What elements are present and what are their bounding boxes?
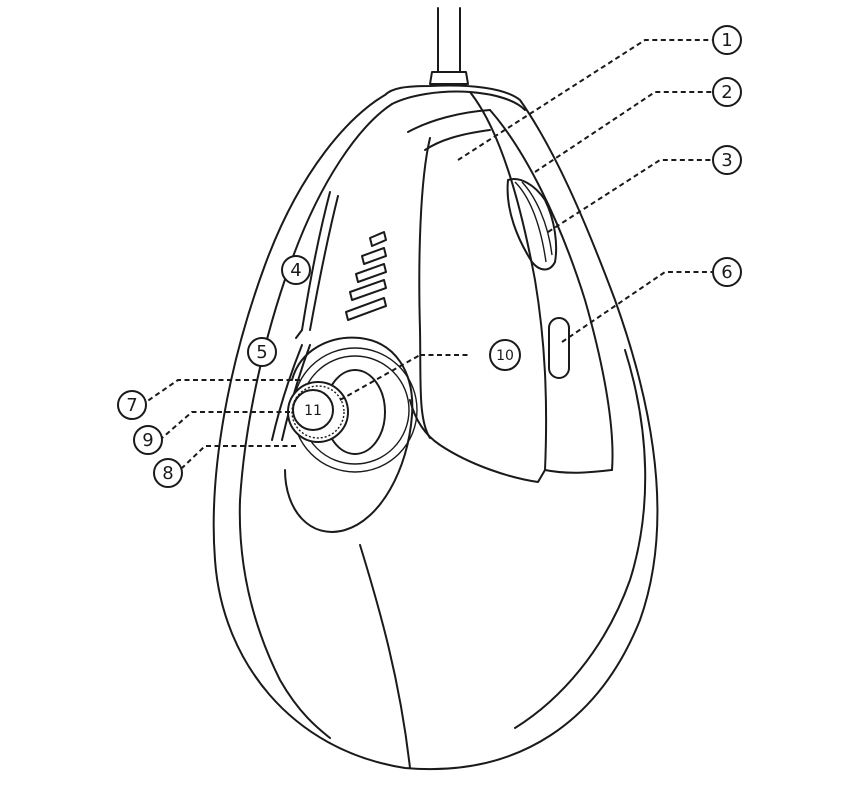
trackball: [284, 336, 418, 533]
svg-text:8: 8: [162, 463, 173, 484]
usb-cable: [429, 7, 469, 85]
svg-text:4: 4: [290, 260, 301, 281]
callout-2: 2: [712, 77, 742, 107]
svg-text:2: 2: [721, 82, 732, 103]
svg-text:7: 7: [126, 395, 137, 416]
leader-lines: [145, 39, 712, 469]
scroll-wheel: [506, 178, 558, 271]
callout-3: 3: [712, 145, 742, 175]
callout-1: 1: [712, 25, 742, 55]
svg-text:3: 3: [721, 150, 732, 171]
svg-text:5: 5: [256, 342, 267, 363]
dpi-indicator-leds: [345, 231, 387, 321]
svg-text:10: 10: [496, 348, 514, 364]
callout-10: 10: [489, 339, 521, 371]
callout-7: 7: [117, 390, 147, 420]
callout-6: 6: [712, 257, 742, 287]
svg-text:9: 9: [142, 430, 153, 451]
dpi-button: [548, 317, 570, 379]
callout-4: 4: [281, 255, 311, 285]
mouse-body: [212, 84, 659, 771]
right-button: [409, 91, 614, 483]
callout-8: 8: [153, 458, 183, 488]
svg-text:6: 6: [721, 262, 732, 283]
svg-text:11: 11: [304, 403, 322, 419]
callout-5: 5: [247, 337, 277, 367]
svg-text:1: 1: [721, 30, 732, 51]
callout-11: 11: [304, 403, 322, 419]
callout-9: 9: [133, 425, 163, 455]
